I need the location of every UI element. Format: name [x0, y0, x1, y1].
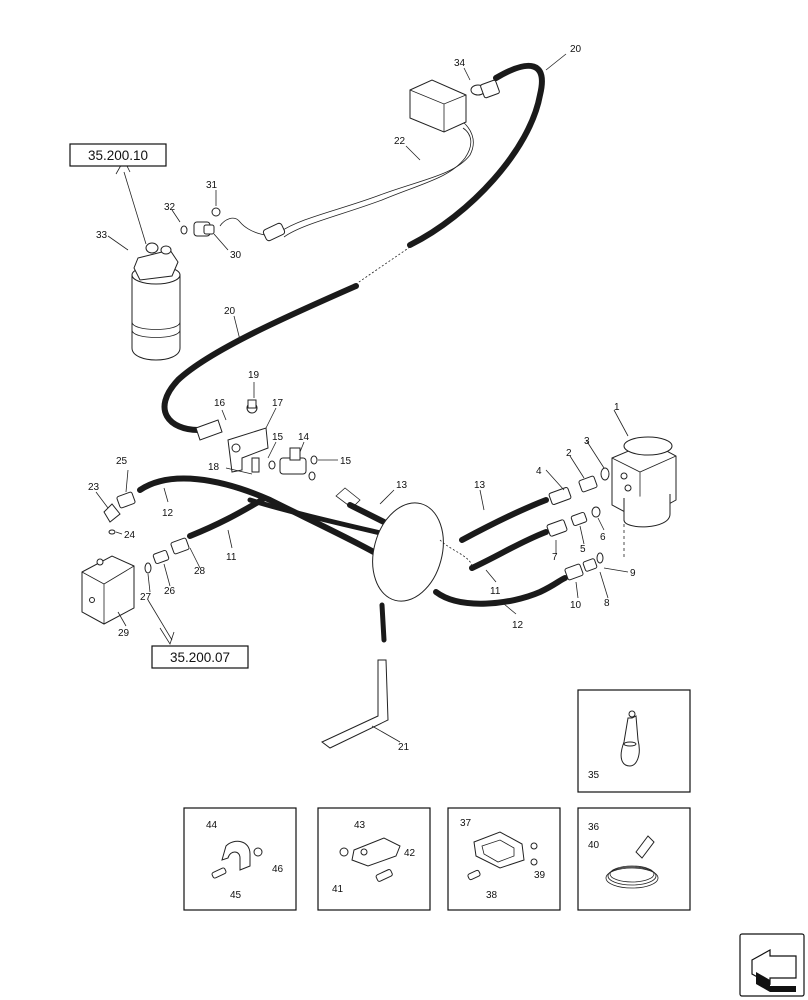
- callout-38: 38: [486, 890, 498, 901]
- callout-1: 1: [614, 402, 620, 413]
- callout-44: 44: [206, 820, 218, 831]
- hose-21: [321, 602, 389, 749]
- fittings-30-32: [180, 207, 221, 237]
- callout-34: 34: [454, 58, 466, 69]
- callout-11: 11: [490, 586, 501, 597]
- inset-44-46: [183, 807, 297, 911]
- callout-20: 20: [224, 306, 236, 317]
- callout-32: 32: [164, 202, 176, 213]
- callout-33: 33: [96, 230, 108, 241]
- fittings-left: [103, 491, 190, 574]
- callout-7: 7: [552, 552, 558, 563]
- steering-unit: [611, 436, 677, 560]
- callout-5: 5: [580, 544, 586, 555]
- fittings-right: [546, 467, 610, 581]
- callout-40: 40: [588, 840, 600, 851]
- ref-label: 35.200.10: [88, 148, 148, 163]
- callout-28: 28: [194, 566, 206, 577]
- callout-26: 26: [164, 586, 176, 597]
- hoses-11-12-13-left: [137, 475, 415, 573]
- inset-36-40: [577, 807, 691, 911]
- valve-block-top: [409, 79, 500, 133]
- callout-19: 19: [248, 370, 260, 381]
- callout-10: 10: [570, 600, 582, 611]
- oil-filter: [131, 242, 181, 361]
- inset-35: [577, 689, 691, 793]
- callout-12: 12: [162, 508, 174, 519]
- callout-39: 39: [534, 870, 546, 881]
- callout-23: 23: [88, 482, 100, 493]
- pipe-22: [219, 121, 474, 242]
- callout-41: 41: [332, 884, 344, 895]
- callout-13: 13: [474, 480, 486, 491]
- inset-37-39: [447, 807, 561, 911]
- next-page-arrow-icon[interactable]: [739, 933, 805, 997]
- callout-17: 17: [272, 398, 284, 409]
- callout-36: 36: [588, 822, 600, 833]
- hoses-right: [433, 497, 568, 607]
- ref-label: 35.200.07: [170, 650, 230, 665]
- callout-27: 27: [140, 592, 152, 603]
- callout-22: 22: [394, 136, 406, 147]
- callout-2: 2: [566, 448, 572, 459]
- callout-30: 30: [230, 250, 242, 261]
- callout-31: 31: [206, 180, 218, 191]
- bracket-assembly: [195, 399, 269, 473]
- callout-42: 42: [404, 848, 416, 859]
- hose-20: [161, 62, 545, 433]
- callout-8: 8: [604, 598, 610, 609]
- callout-6: 6: [600, 532, 606, 543]
- callout-9: 9: [630, 568, 636, 579]
- callout-14: 14: [298, 432, 310, 443]
- callout-45: 45: [230, 890, 242, 901]
- callout-4: 4: [536, 466, 542, 477]
- callout-35: 35: [588, 770, 600, 781]
- callout-13: 13: [396, 480, 408, 491]
- ref-link-35-200-10[interactable]: 35.200.10: [69, 143, 167, 167]
- bulkhead-grommet: [372, 502, 444, 602]
- callout-15: 15: [340, 456, 352, 467]
- callout-29: 29: [118, 628, 130, 639]
- callout-16: 16: [214, 398, 226, 409]
- callout-20: 20: [570, 44, 582, 55]
- callout-3: 3: [584, 436, 590, 447]
- leader-lines: [95, 53, 629, 743]
- callout-24: 24: [124, 530, 136, 541]
- inset-41-43: [317, 807, 431, 911]
- ref-link-35-200-07[interactable]: 35.200.07: [151, 645, 249, 669]
- callout-18: 18: [208, 462, 220, 473]
- callout-12: 12: [512, 620, 524, 631]
- callout-43: 43: [354, 820, 366, 831]
- callout-11: 11: [226, 552, 237, 563]
- callout-21: 21: [398, 742, 410, 753]
- callout-labels: 1 2 3 4 5 6 7 8 9 10 11 11 12 12 13 13 1…: [88, 44, 636, 901]
- tee-fitting: [268, 447, 318, 481]
- callout-37: 37: [460, 818, 472, 829]
- callout-46: 46: [272, 864, 284, 875]
- control-valve-block: [81, 555, 135, 625]
- callout-15: 15: [272, 432, 284, 443]
- callout-25: 25: [116, 456, 128, 467]
